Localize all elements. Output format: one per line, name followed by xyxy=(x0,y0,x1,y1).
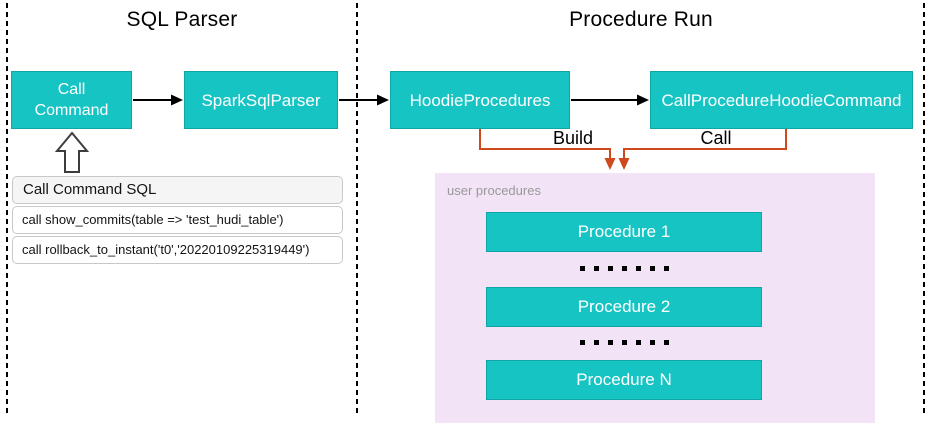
sql-table-header: Call Command SQL xyxy=(12,176,343,204)
edge-label-call: Call xyxy=(700,128,732,148)
sql-table-row: call show_commits(table => 'test_hudi_ta… xyxy=(12,206,343,234)
edge-label-build: Build xyxy=(552,128,594,148)
procedure-box-n: Procedure N xyxy=(486,360,762,400)
node-hoodieprocedures: HoodieProcedures xyxy=(390,71,570,129)
arrow-hoodieprocedures-to-callprocedurehoodiecommand xyxy=(571,94,649,106)
hollow-up-arrow xyxy=(54,131,90,173)
node-call-command: Call Command xyxy=(11,71,132,129)
node-callprocedurehoodiecommand: CallProcedureHoodieCommand xyxy=(650,71,913,129)
sql-table-row: call rollback_to_instant('t0','202201092… xyxy=(12,236,343,264)
user-procedures-label: user procedures xyxy=(447,183,541,198)
orange-build-connector xyxy=(479,129,616,170)
ellipsis-dots xyxy=(486,340,762,345)
call-command-sql-table: Call Command SQL call show_commits(table… xyxy=(12,176,343,264)
section-title-procedure-run: Procedure Run xyxy=(569,8,713,31)
orange-call-connector xyxy=(618,129,787,170)
ellipsis-dots xyxy=(486,266,762,271)
procedure-box-1: Procedure 1 xyxy=(486,212,762,252)
user-procedures-panel: user procedures Procedure 1 Procedure 2 … xyxy=(435,173,875,423)
procedure-box-2: Procedure 2 xyxy=(486,287,762,327)
arrow-sparksqlparser-to-hoodieprocedures xyxy=(339,94,389,106)
arrow-callcommand-to-sparksqlparser xyxy=(133,94,183,106)
section-title-sql-parser: SQL Parser xyxy=(126,8,238,31)
node-sparksqlparser: SparkSqlParser xyxy=(184,71,338,129)
